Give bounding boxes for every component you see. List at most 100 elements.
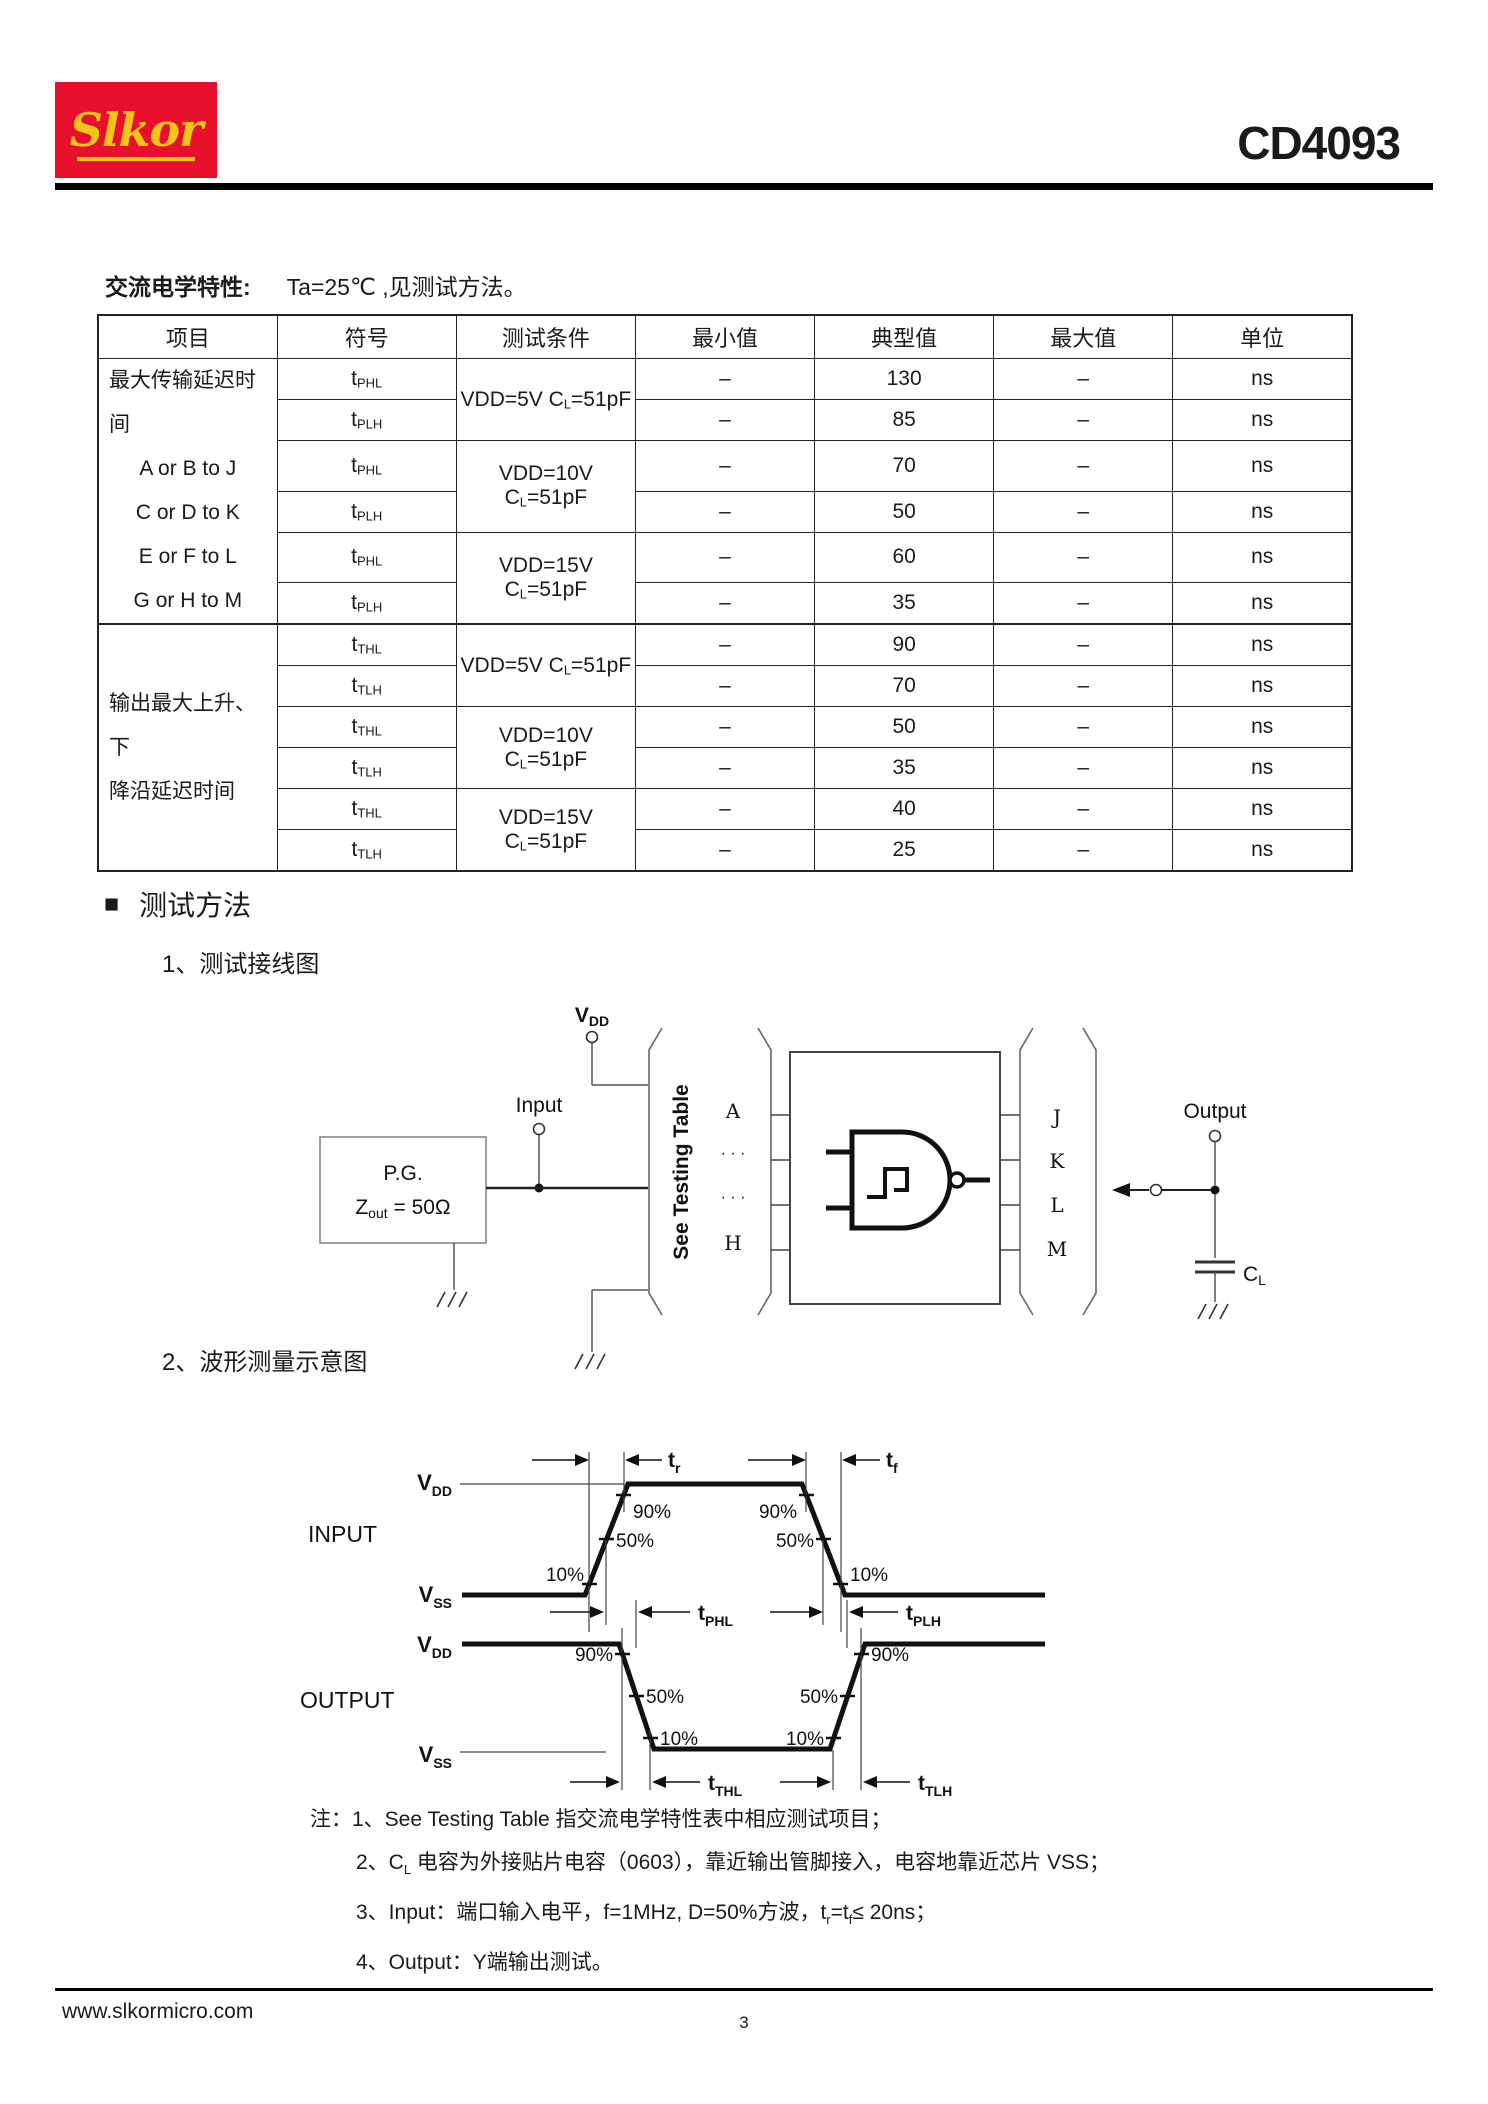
table-row: tPLH–85–ns (98, 399, 1353, 441)
output-network: Output CL (1112, 1100, 1266, 1320)
unit-cell: ns (1172, 358, 1353, 400)
note-line: 2、CL 电容为外接贴片电容（0603），靠近输出管脚接入，电容地靠近芯片 VS… (356, 1851, 1110, 1878)
symbol-cell: tTHL (276, 623, 457, 666)
ground-icon (436, 1291, 468, 1308)
dut-chip (789, 1051, 1001, 1305)
symbol-cell: tPLH (276, 582, 457, 625)
logo-underline (77, 157, 195, 161)
load-capacitor (1195, 1260, 1235, 1274)
pin-a-label: A (725, 1099, 741, 1123)
typ-cell: 70 (814, 440, 995, 492)
symbol-cell: tPHL (276, 358, 457, 400)
min-cell: – (634, 582, 816, 625)
footer-rule (55, 1988, 1433, 1991)
note-line: 3、Input：端口输入电平，f=1MHz, D=50%方波，tr=tf≤ 20… (356, 1901, 937, 1928)
pct-label: 10% (546, 1565, 584, 1586)
vdd-terminal: VDD (575, 1004, 648, 1086)
min-cell: – (634, 531, 816, 583)
table-row: tTLH–35–ns (98, 747, 1353, 789)
table-row: tPLH–50–ns (98, 490, 1353, 533)
symbol-cell: tTLH (276, 665, 457, 707)
test-wiring-diagram: P.G. Zout = 50Ω Input VDD (319, 1004, 1266, 1370)
measure-lines (621, 1628, 862, 1790)
symbol-cell: tPLH (276, 490, 457, 533)
column-header: 最小值 (634, 314, 816, 359)
pct-label: 90% (871, 1645, 909, 1666)
header-rule (55, 183, 1433, 190)
logo-text: Slkor (69, 103, 203, 157)
unit-cell: ns (1172, 623, 1353, 666)
table-row: tTLH–25–ns (98, 829, 1353, 872)
footer-url: www.slkormicro.com (62, 2000, 254, 2023)
unit-cell: ns (1172, 788, 1353, 830)
pct-label: 90% (759, 1502, 797, 1523)
min-cell: – (634, 490, 816, 533)
pct-label: 10% (786, 1729, 824, 1750)
percent-ticks (582, 1493, 848, 1586)
pct-label: 10% (850, 1565, 888, 1586)
max-cell: – (993, 440, 1174, 492)
typ-cell: 60 (814, 531, 995, 583)
typ-cell: 50 (814, 706, 995, 748)
min-cell: – (634, 665, 816, 707)
tf-measure: tf (748, 1449, 898, 1476)
svg-text:tf: tf (886, 1449, 898, 1476)
typ-cell: 90 (814, 623, 995, 666)
max-cell: – (993, 788, 1174, 830)
table-row: tTLH–70–ns (98, 665, 1353, 707)
percent-ticks (615, 1652, 869, 1740)
cl-label: CL (1243, 1263, 1266, 1288)
max-cell: – (993, 706, 1174, 748)
typ-cell: 85 (814, 399, 995, 441)
max-cell: – (993, 665, 1174, 707)
ground-icon (1197, 1303, 1229, 1320)
see-testing-table-label: See Testing Table (670, 1084, 693, 1259)
tr-measure: tr (532, 1449, 681, 1476)
condition-cell: VDD=15V CL=51pF (455, 788, 636, 872)
svg-text:tPHL: tPHL (698, 1602, 733, 1629)
pin-h-label: H (724, 1231, 741, 1255)
min-cell: – (634, 399, 816, 441)
typ-cell: 40 (814, 788, 995, 830)
unit-cell: ns (1172, 531, 1353, 583)
max-cell: – (993, 829, 1174, 872)
pct-label: 90% (575, 1645, 613, 1666)
ac-section-title: 交流电学特性:Ta=25℃ ,见测试方法。 (105, 268, 527, 302)
pct-label: 50% (776, 1531, 814, 1552)
vss-label: VSS (419, 1742, 452, 1771)
out-m-label: M (1047, 1237, 1067, 1261)
max-cell: – (993, 623, 1174, 666)
tthl-measure: tTHL (570, 1772, 743, 1799)
condition-cell: VDD=5V CL=51pF (455, 623, 636, 707)
vdd-label: VDD (417, 1470, 452, 1499)
table-row: tPLH–35–ns (98, 582, 1353, 625)
symbol-cell: tPHL (276, 531, 457, 583)
max-cell: – (993, 358, 1174, 400)
out-l-label: L (1050, 1193, 1063, 1217)
svg-text:tPLH: tPLH (906, 1602, 941, 1629)
pct-label: 50% (646, 1687, 684, 1708)
typ-cell: 35 (814, 747, 995, 789)
condition-cell: VDD=5V CL=51pF (455, 358, 636, 441)
column-header: 典型值 (814, 314, 995, 359)
min-cell: – (634, 623, 816, 666)
bus-ground (574, 1289, 648, 1370)
unit-cell: ns (1172, 665, 1353, 707)
waveform-diagram-subhead: 2、波形测量示意图 (162, 1349, 368, 1376)
column-header: 单位 (1172, 314, 1353, 359)
pct-label: 90% (633, 1502, 671, 1523)
dots: · · · (721, 1145, 746, 1162)
max-cell: – (993, 747, 1174, 789)
column-header: 测试条件 (455, 314, 636, 359)
testing-table-bus (648, 1027, 772, 1316)
svg-text:tTLH: tTLH (918, 1772, 952, 1799)
condition-cell: VDD=10V CL=51pF (455, 440, 636, 533)
max-cell: – (993, 531, 1174, 583)
min-cell: – (634, 747, 816, 789)
